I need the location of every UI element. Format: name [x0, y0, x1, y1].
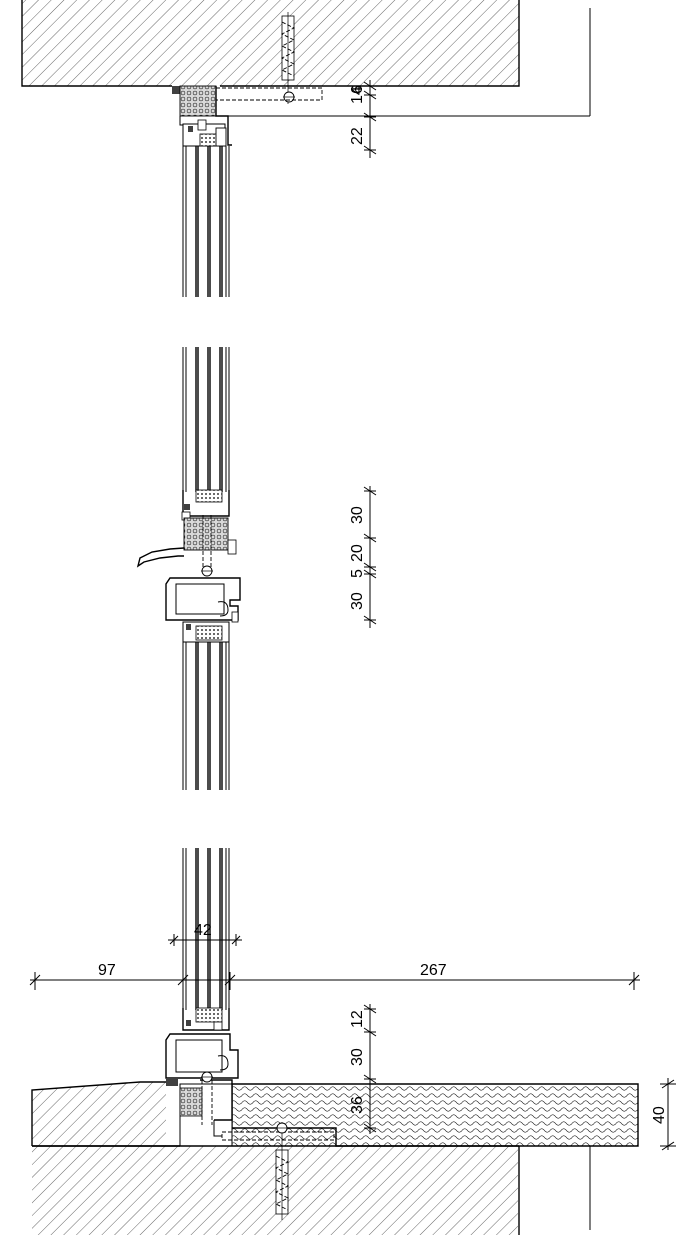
- meeting-rail: [136, 489, 241, 643]
- dim-bot-12: 12: [349, 1010, 366, 1028]
- dim-bot-36: 36: [349, 1096, 366, 1114]
- dim-top-22: 22: [349, 127, 366, 145]
- top-dimension-chain: 14 6 22: [349, 80, 377, 158]
- dim-left-97: 97: [98, 962, 116, 979]
- glass-thickness-dimension: 42: [168, 922, 242, 946]
- dim-right-267: 267: [420, 962, 447, 979]
- bottom-dimension-chain: 12 30 36: [349, 1004, 377, 1134]
- dim-glass-42: 42: [194, 922, 212, 939]
- dim-top-14: 14: [349, 86, 366, 104]
- middle-glazing-upper: [182, 347, 230, 492]
- dim-mid-30b: 30: [349, 592, 366, 610]
- horizontal-dimension-chain: 97 267: [29, 962, 640, 990]
- dim-bot-30: 30: [349, 1048, 366, 1066]
- middle-glazing-lower: [182, 642, 230, 790]
- wooden-sill: [166, 1071, 639, 1147]
- sill-thickness-dimension: 40: [651, 1078, 676, 1151]
- upper-glazing: [182, 146, 230, 297]
- dim-mid-30a: 30: [349, 506, 366, 524]
- dim-sill-40: 40: [651, 1106, 668, 1124]
- exterior-sill: [31, 1081, 180, 1147]
- dim-top-6: 6: [349, 85, 366, 94]
- bottom-sash: [165, 1007, 239, 1079]
- top-frame-head: [172, 85, 232, 147]
- dim-mid-5: 5: [349, 569, 366, 578]
- top-lintel: [21, 0, 591, 117]
- top-anchor-dowel: [280, 12, 296, 104]
- bottom-masonry: [32, 1122, 591, 1235]
- middle-dimension-chain: 30 20 5 30: [349, 486, 377, 628]
- dim-mid-20: 20: [349, 544, 366, 562]
